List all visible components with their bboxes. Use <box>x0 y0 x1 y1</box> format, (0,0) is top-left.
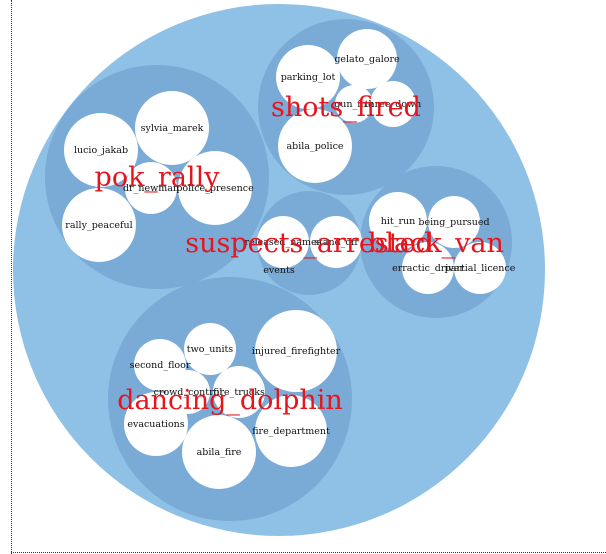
leaf-label-fire-department: fire_department <box>252 426 330 437</box>
leaf-label-parking-lot: parking_lot <box>281 72 336 83</box>
leaf-circle-stand-off[interactable] <box>310 216 362 268</box>
leaf-circle-released-names[interactable] <box>257 216 309 268</box>
group-label-suspects-arrested: suspects_arrested <box>185 228 433 259</box>
group-label-pok-rally: pok_rally <box>95 162 221 193</box>
leaf-label-police-presence: police_presence <box>176 183 254 194</box>
leaf-circle-injured-firefighter[interactable] <box>255 310 337 392</box>
leaf-circle-parking-lot[interactable] <box>276 45 340 109</box>
leaf-circle-lucio-jakab[interactable] <box>64 113 138 187</box>
leaf-label-dr-newman: dr_newman <box>123 183 179 194</box>
leaf-circle-erractic-driver[interactable] <box>402 242 454 294</box>
leaf-circle-police-presence[interactable] <box>178 151 252 225</box>
leaf-circle-two-units[interactable] <box>184 323 236 375</box>
leaf-label-partial-licence: partial_licence <box>445 263 516 274</box>
leaf-label-fire-trucks: fire_trucks <box>213 387 265 398</box>
leaf-label-gelato-galore: gelato_galore <box>334 54 400 65</box>
leaf-circle-hit-run[interactable] <box>369 192 427 250</box>
leaf-circle-fire-trucks[interactable] <box>213 366 265 418</box>
leaf-label-two-units: two_units <box>187 344 234 355</box>
leaf-circle-sylvia-marek[interactable] <box>135 91 209 165</box>
free-label-events: events <box>263 265 295 276</box>
leaf-circle-dr-newman[interactable] <box>125 162 177 214</box>
leaf-label-being-pursued: being_pursued <box>418 217 489 228</box>
leaf-circle-fire-department[interactable] <box>255 395 327 467</box>
leaf-label-erractic-driver: erractic_driver <box>392 263 464 274</box>
leaf-label-hit-run: hit_run <box>381 216 416 227</box>
leaf-circle-abila-police[interactable] <box>278 109 352 183</box>
leaf-circle-evacuations[interactable] <box>124 392 188 456</box>
leaf-label-second-floor: second_floor <box>130 360 191 371</box>
frame-border-bottom <box>11 552 606 553</box>
leaf-circle-three-down[interactable] <box>370 81 416 127</box>
leaf-label-lucio-jakab: lucio_jakab <box>74 145 128 156</box>
frame-border-left <box>11 0 12 554</box>
leaf-label-gun-fire: gun_fire <box>334 99 374 110</box>
group-label-black-van: black_van <box>368 228 504 259</box>
leaf-label-evacuations: evacuations <box>127 419 184 430</box>
leaf-label-injured-firefighter: injured_firefighter <box>252 346 341 357</box>
leaf-label-abila-police: abila_police <box>286 141 343 152</box>
group-label-dancing-dolphin: dancing_dolphin <box>117 385 343 416</box>
leaf-label-rally-peaceful: rally_peaceful <box>65 220 132 231</box>
leaf-label-crowd-control: crowd_control <box>154 387 223 398</box>
leaf-label-released-names: released_names <box>244 237 321 248</box>
leaf-circle-being-pursued[interactable] <box>428 196 480 248</box>
leaf-label-sylvia-marek: sylvia_marek <box>141 123 204 134</box>
leaf-circle-rally-peaceful[interactable] <box>62 188 136 262</box>
leaf-label-three-down: three_down <box>365 99 422 110</box>
leaf-circle-partial-licence[interactable] <box>454 242 506 294</box>
group-label-shots-fired: shots_fired <box>271 92 421 123</box>
leaf-circle-abila-fire[interactable] <box>182 415 256 489</box>
leaf-circle-gelato-galore[interactable] <box>337 29 397 89</box>
leaf-label-stand-off: stand_off <box>314 237 359 248</box>
leaf-label-abila-fire: abila_fire <box>197 447 242 458</box>
leaf-circle-gun-fire[interactable] <box>335 85 373 123</box>
